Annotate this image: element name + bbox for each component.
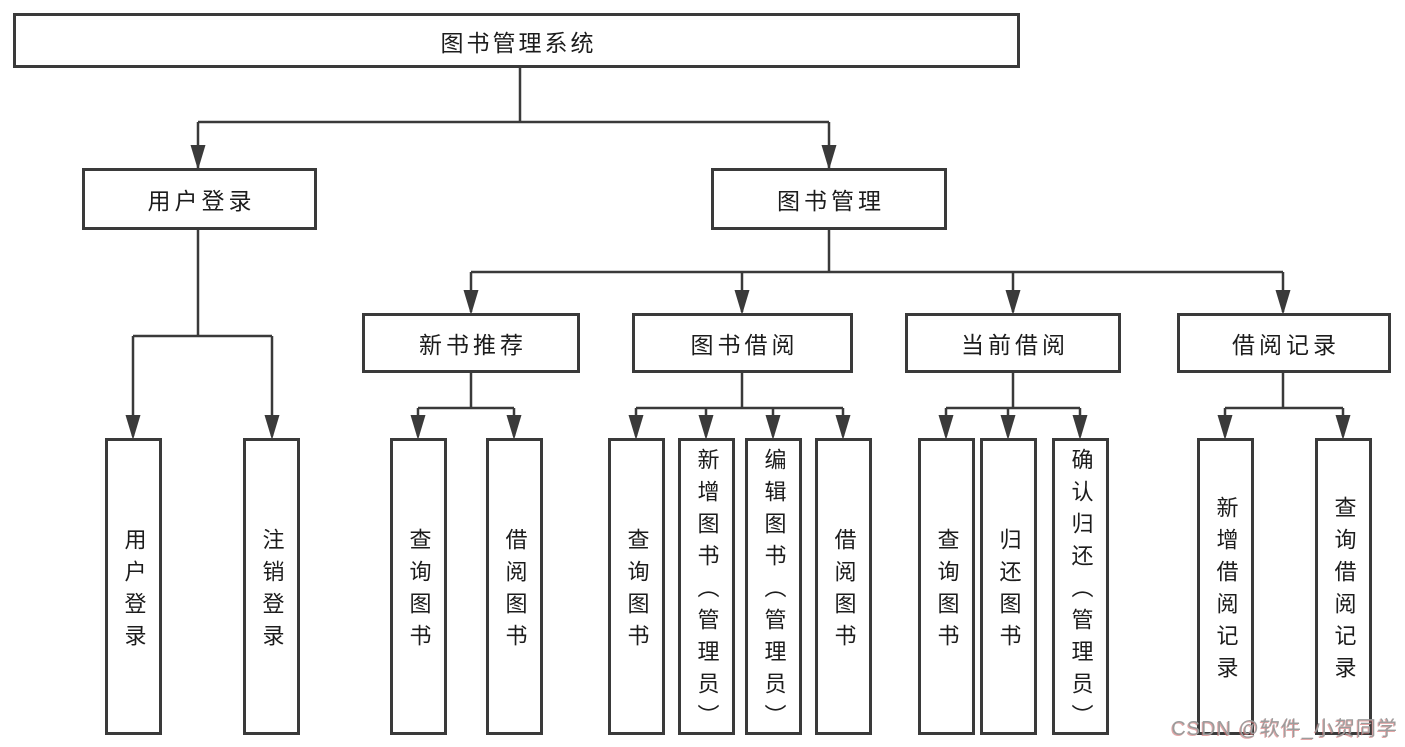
node-label: 查询图书	[934, 527, 960, 656]
node-label: 查询借阅记录	[1331, 495, 1357, 688]
node-label: 新增图书（管理员）	[694, 447, 720, 736]
leaf-return-books: 归还图书	[980, 438, 1037, 735]
node-label: 借阅图书	[502, 527, 528, 656]
node-new-book-recommendation: 新书推荐	[362, 313, 580, 373]
node-current-borrowing: 当前借阅	[905, 313, 1121, 373]
node-label: 查询图书	[624, 527, 650, 656]
leaf-user-login: 用户登录	[105, 438, 162, 735]
node-label: 当前借阅	[961, 332, 1069, 358]
node-label: 注销登录	[259, 527, 285, 656]
node-library-management-system: 图书管理系统	[13, 13, 1020, 68]
node-borrowing-records: 借阅记录	[1177, 313, 1391, 373]
leaf-search-books: 查询图书	[390, 438, 447, 735]
leaf-add-book-admin: 新增图书（管理员）	[678, 438, 735, 736]
node-book-management: 图书管理	[711, 168, 947, 230]
node-label: 查询图书	[406, 527, 432, 656]
node-label: 确认归还（管理员）	[1068, 447, 1094, 736]
node-book-borrowing: 图书借阅	[632, 313, 853, 373]
node-label: 图书借阅	[690, 332, 799, 358]
leaf-add-borrow-record: 新增借阅记录	[1197, 438, 1254, 735]
leaf-edit-book-admin: 编辑图书（管理员）	[745, 438, 802, 736]
leaf-search-borrow-record: 查询借阅记录	[1315, 438, 1372, 735]
connector-paths	[131, 68, 1345, 436]
node-label: 新书推荐	[419, 332, 527, 358]
node-label: 借阅记录	[1232, 332, 1340, 358]
leaf-search-books: 查询图书	[608, 438, 665, 735]
node-label: 用户登录	[147, 188, 256, 214]
leaf-confirm-return-admin: 确认归还（管理员）	[1052, 438, 1109, 736]
node-label: 编辑图书（管理员）	[761, 447, 787, 736]
leaf-search-books: 查询图书	[918, 438, 975, 735]
node-label: 归还图书	[996, 527, 1022, 656]
leaf-logout: 注销登录	[243, 438, 300, 735]
leaf-borrow-books: 借阅图书	[486, 438, 543, 735]
csdn-watermark: CSDN @软件_小贺同学	[1171, 718, 1398, 740]
node-user-login: 用户登录	[82, 168, 317, 230]
node-label: 用户登录	[121, 527, 147, 656]
node-label: 借阅图书	[831, 527, 857, 656]
node-label: 图书管理	[777, 188, 885, 214]
node-label: 新增借阅记录	[1213, 495, 1239, 688]
leaf-borrow-books: 借阅图书	[815, 438, 872, 735]
node-label: 图书管理系统	[440, 29, 597, 56]
